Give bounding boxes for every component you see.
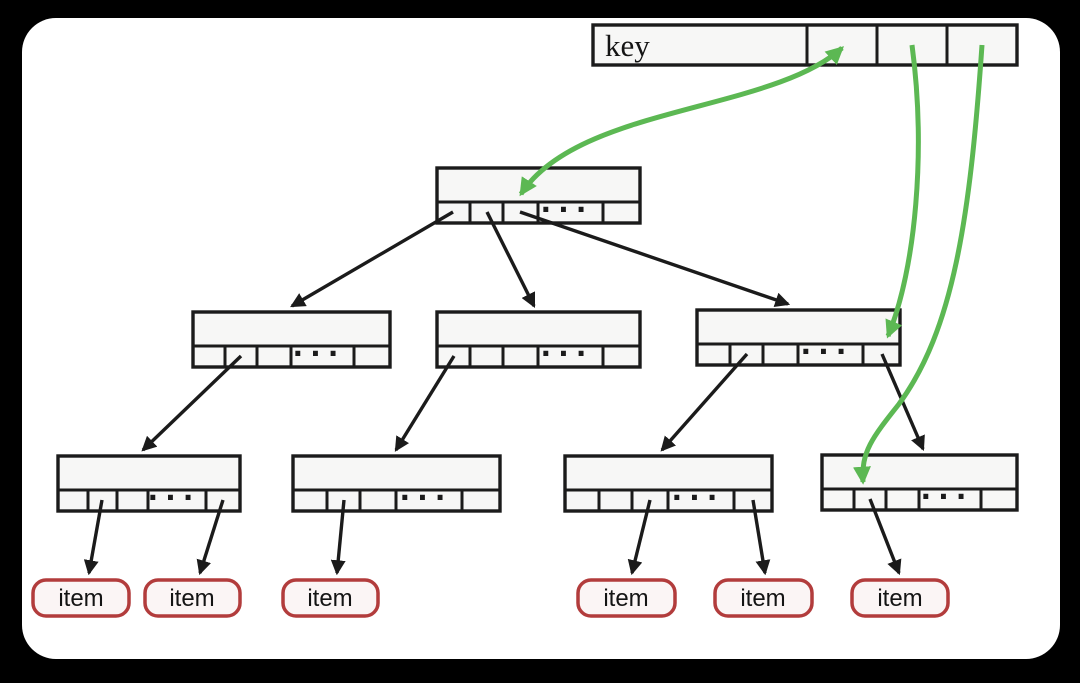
edge-internal-right-to-leaf-3 bbox=[660, 352, 749, 452]
item-label: item bbox=[603, 585, 648, 612]
item-body bbox=[281, 578, 380, 618]
key-pointer-arrows bbox=[518, 44, 985, 485]
tree-node-internal-left: ··· bbox=[191, 310, 392, 370]
item-box-4: item bbox=[576, 578, 677, 618]
edge-leaf-2-to-item-3 bbox=[330, 499, 346, 576]
ellipsis-label: ··· bbox=[541, 337, 594, 370]
item-row: item item item item item item bbox=[31, 578, 950, 618]
ellipsis-label: ··· bbox=[801, 335, 854, 368]
tree-node-leaf-4: ··· bbox=[820, 453, 1019, 513]
edge-internal-center-to-leaf-2 bbox=[394, 355, 456, 452]
item-box-5: item bbox=[713, 578, 814, 618]
key-record-box: key bbox=[591, 23, 1019, 67]
key-pointer-arrow-to-leaf-4 bbox=[853, 44, 985, 485]
item-box-6: item bbox=[850, 578, 950, 618]
item-body bbox=[31, 578, 131, 618]
edge-root-to-internal-right bbox=[519, 210, 791, 307]
ellipsis-label: ··· bbox=[400, 481, 453, 514]
item-body bbox=[713, 578, 814, 618]
edge-leaf-3-to-item-5 bbox=[751, 499, 771, 576]
ellipsis-label: ··· bbox=[672, 481, 725, 514]
tree-node-leaf-1: ··· bbox=[56, 454, 242, 514]
edge-leaf-1-to-item-2 bbox=[196, 499, 225, 576]
item-label: item bbox=[307, 585, 352, 612]
item-label: item bbox=[58, 585, 103, 612]
tree-node-internal-center: ··· bbox=[435, 310, 642, 370]
item-box-2: item bbox=[143, 578, 242, 618]
key-pointer-arrow-to-root bbox=[518, 46, 844, 197]
edge-leaf-4-to-item-6 bbox=[868, 498, 902, 576]
edge-root-to-internal-left bbox=[290, 210, 454, 308]
item-box-3: item bbox=[281, 578, 380, 618]
item-label: item bbox=[740, 585, 785, 612]
tree-node-leaf-3: ··· bbox=[563, 454, 774, 514]
key-box-body bbox=[591, 23, 1019, 67]
key-pointer-arrow-to-internal-right bbox=[885, 44, 921, 339]
item-body bbox=[143, 578, 242, 618]
ellipsis-label: ··· bbox=[921, 480, 974, 513]
item-body bbox=[850, 578, 950, 618]
edge-leaf-1-to-item-1 bbox=[83, 499, 104, 576]
edge-root-to-internal-center bbox=[485, 211, 536, 309]
key-label: key bbox=[605, 28, 650, 63]
item-body bbox=[576, 578, 677, 618]
tree-node-internal-right: ··· bbox=[695, 308, 902, 368]
edge-leaf-3-to-item-4 bbox=[627, 499, 652, 576]
ellipsis-label: ··· bbox=[293, 337, 346, 370]
tree-node-leaf-2: ··· bbox=[291, 454, 502, 514]
edge-internal-left-to-leaf-1 bbox=[141, 354, 243, 452]
item-label: item bbox=[877, 585, 922, 612]
item-box-1: item bbox=[31, 578, 131, 618]
ellipsis-label: ··· bbox=[148, 481, 201, 514]
item-label: item bbox=[169, 585, 214, 612]
